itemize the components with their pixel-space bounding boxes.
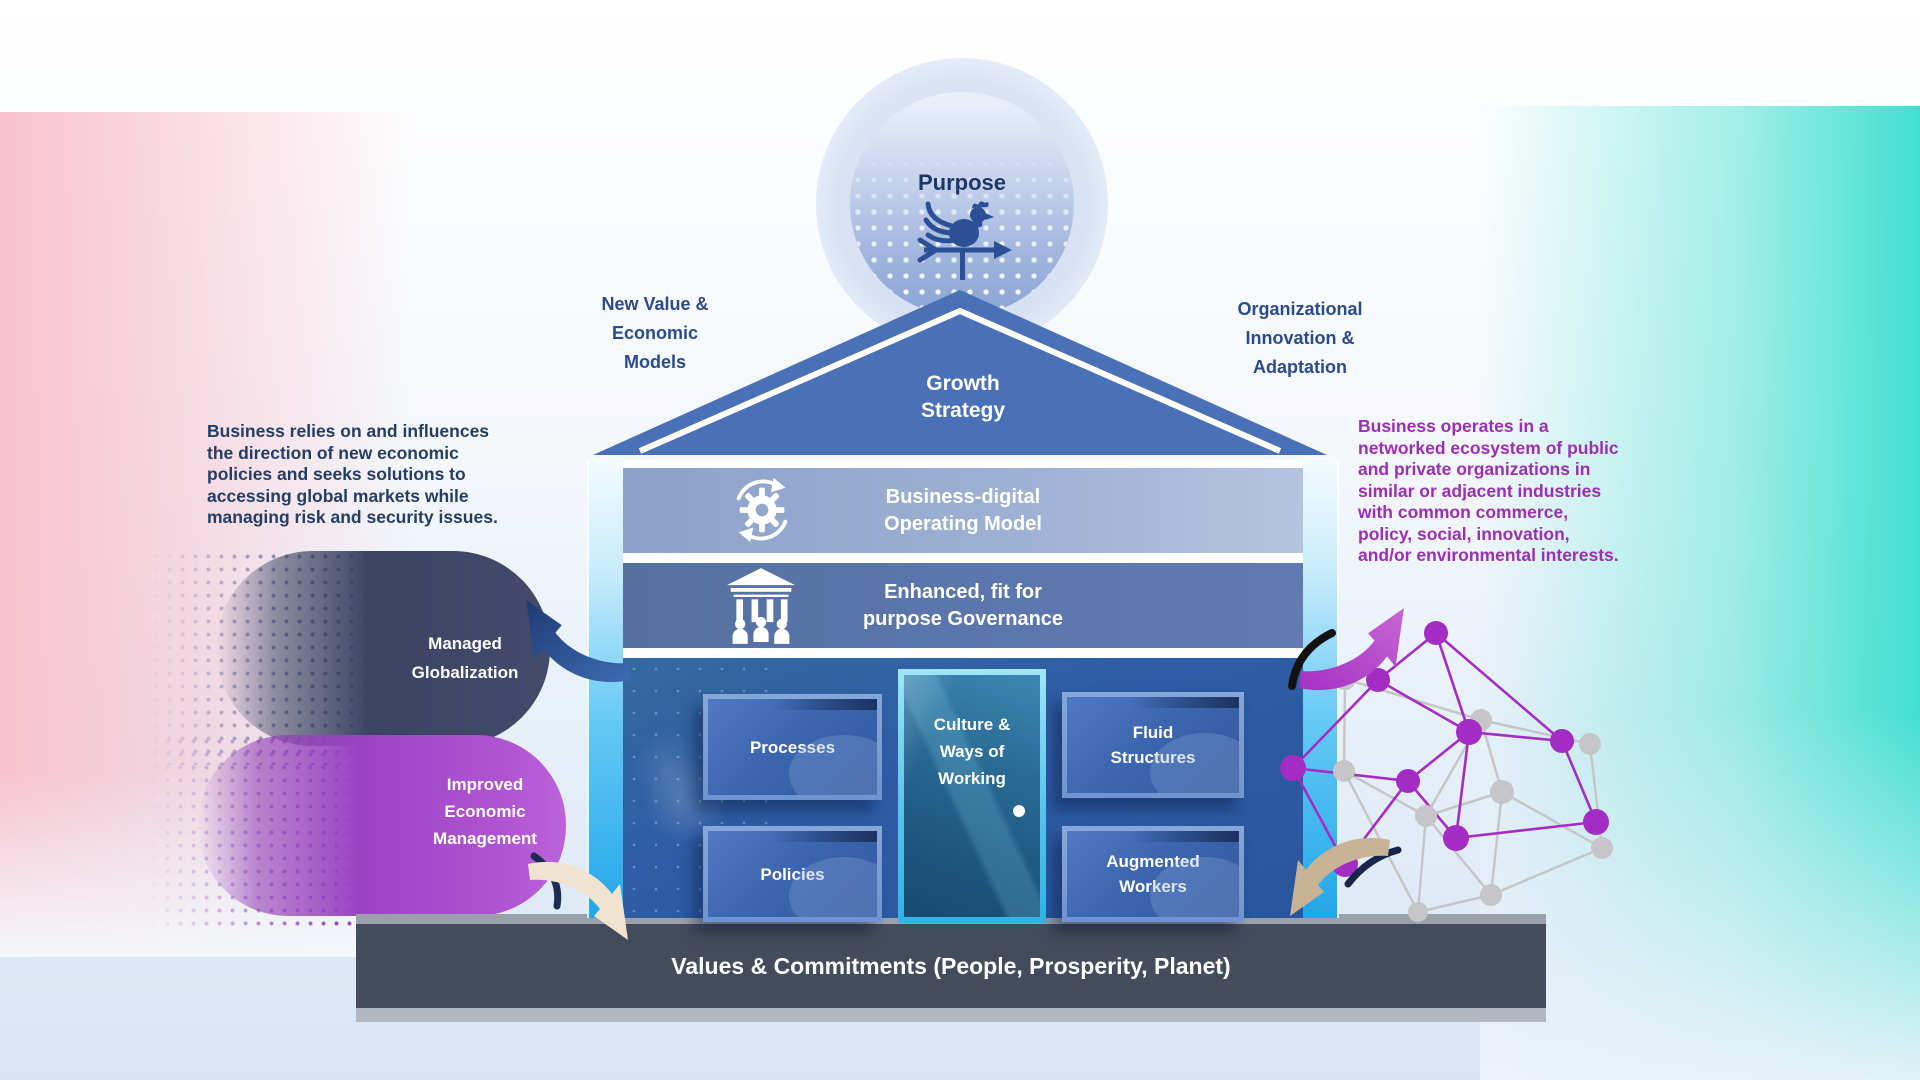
managed-globalization-label: Managed Globalization xyxy=(411,634,519,682)
governance-building-icon xyxy=(726,568,796,644)
values-commitments-label: Values & Commitments (People, Prosperity… xyxy=(671,952,1231,979)
purpose-label: Purpose xyxy=(917,170,1007,195)
base-platform-bottom-edge xyxy=(356,1008,1546,1022)
growth-strategy-label: Growth Strategy xyxy=(920,372,1006,422)
blue-curved-arrow xyxy=(526,600,632,683)
right-roof-label: Organizational Innovation & Adaptation xyxy=(1237,299,1363,377)
culture-door-label: Culture & Ways of Working xyxy=(933,715,1011,788)
right-tan-curved-arrow xyxy=(1290,837,1390,916)
culture-door-panel: Culture & Ways of Working xyxy=(904,675,1040,917)
values-commitments-bar: Values & Commitments (People, Prosperity… xyxy=(356,924,1546,1008)
door-knob xyxy=(1013,805,1025,817)
culture-door: Culture & Ways of Working xyxy=(898,669,1046,923)
purple-arrow-shadow-crescent xyxy=(1288,629,1336,690)
managed-globalization-blob xyxy=(216,551,550,746)
improved-economic-label: Improved Economic Management xyxy=(433,775,537,848)
improved-economic-blob xyxy=(198,735,566,916)
teal-gradient-band xyxy=(1480,106,1920,1080)
network-gray-nodes xyxy=(1333,668,1613,922)
operating-model-band: Business-digital Operating Model xyxy=(623,468,1303,553)
gear-cycle-icon xyxy=(736,477,788,543)
policies-box: Policies xyxy=(703,826,882,922)
right-paragraph: Business operates in a networked ecosyst… xyxy=(1358,416,1619,565)
augmented-workers-box: Augmented Workers xyxy=(1062,826,1244,922)
operating-model-label: Business-digital Operating Model xyxy=(884,485,1042,535)
left-tan-curved-arrow xyxy=(528,861,628,940)
fluid-structures-box: Fluid Structures xyxy=(1062,692,1244,798)
fluid-structures-label: Fluid Structures xyxy=(1067,697,1239,793)
governance-label: Enhanced, fit for purpose Governance xyxy=(862,580,1064,630)
processes-box: Processes xyxy=(703,694,882,800)
processes-label: Processes xyxy=(708,699,877,795)
left-roof-label: New Value & Economic Models xyxy=(601,294,709,372)
augmented-workers-label: Augmented Workers xyxy=(1067,831,1239,917)
left-paragraph: Business relies on and influences the di… xyxy=(207,421,498,527)
roof-shape xyxy=(593,290,1327,455)
weathervane-rooster-icon xyxy=(917,201,1012,280)
right-tan-arrow-crescent xyxy=(1344,846,1402,888)
house-front: Business-digital Operating Model Enhance… xyxy=(623,460,1303,923)
policies-label: Policies xyxy=(708,831,877,917)
